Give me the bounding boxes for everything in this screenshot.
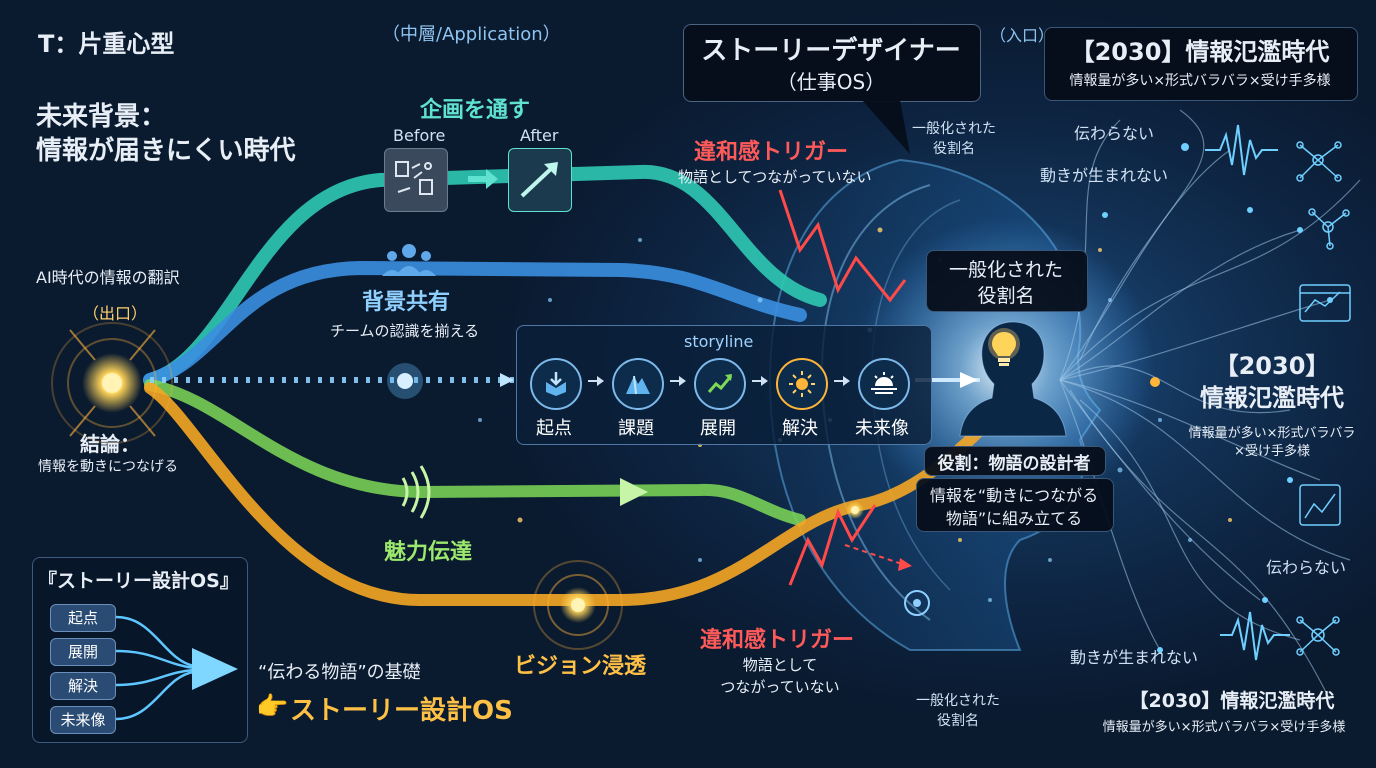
story-os-item: 解決: [50, 672, 116, 700]
designer-callout: [683, 24, 981, 102]
future-background-title: 未来背景：: [36, 102, 167, 132]
exit-tag: （出口）: [83, 304, 148, 323]
story-os-item: 起点: [50, 604, 116, 632]
chart-window-icon: [1299, 484, 1341, 526]
overflow-mid-line1: 情報量が多い×形式バラバラ: [1188, 426, 1356, 441]
step-arrow-icon: [588, 376, 604, 386]
storyline-label: storyline: [684, 332, 754, 351]
story-os-item: 展開: [50, 638, 116, 666]
trigger-bottom-line2: つながっていない: [720, 678, 840, 696]
storyline-step-label: 課題: [618, 418, 654, 439]
trigger-zigzag-bottom: [788, 504, 877, 586]
horizon-future-icon: [858, 358, 910, 410]
planning-title: 企画を通す: [420, 98, 531, 123]
role-title-box: [924, 446, 1106, 476]
overflow-mid-line2: ×受け手多様: [1234, 444, 1310, 459]
charm-title: 魅力伝達: [384, 540, 473, 565]
flow-orange: [144, 382, 986, 606]
growth-chart-icon: [694, 358, 746, 410]
before-documents-icon: [384, 148, 448, 212]
team-icon: [382, 244, 436, 276]
layer-label: （中層/Application）: [382, 24, 561, 45]
vision-title: ビジョン浸透: [514, 654, 647, 679]
overflow-top-box: [1044, 27, 1358, 101]
trigger-bottom-line1: 物語として: [742, 656, 818, 674]
not-conveyed-label: 伝わらない: [1074, 124, 1155, 143]
after-label: After: [520, 126, 559, 145]
converging-arrow-icon: [115, 615, 238, 721]
storyline-step-label: 展開: [700, 418, 736, 439]
overflow-bottom-text: 情報量が多い×形式バラバラ×受け手多様: [1102, 720, 1346, 735]
type-label: T：片重心型: [38, 30, 175, 58]
network-icon: [1296, 141, 1342, 182]
overflow-top-text: 情報量が多い×形式バラバラ×受け手多様: [1069, 73, 1331, 89]
network-icon: [1296, 616, 1340, 656]
conclusion-text: 情報を動きにつなげる: [38, 459, 178, 475]
trigger-top-text: 物語としてつながっていない: [678, 168, 872, 186]
generalized-top-line1: 一般化された: [912, 121, 996, 137]
waveform-icon: [1205, 124, 1278, 176]
not-conveyed-label: 伝わらない: [1266, 558, 1347, 577]
trigger-bottom-title: 違和感トリガー: [700, 628, 855, 653]
generalized-role-box: [926, 250, 1088, 312]
entry-label: （入口）: [990, 26, 1055, 45]
generalized-bottom-line2: 役割名: [937, 713, 979, 729]
designer-subtitle: （仕事OS）: [776, 70, 886, 94]
waveform-icon: [1220, 611, 1290, 661]
future-background-subtitle: 情報が届きにくい時代: [36, 136, 296, 166]
before-after-arrow-icon: [468, 169, 498, 189]
storyline-step-label: 解決: [782, 418, 818, 439]
sun-solution-icon: [776, 358, 828, 410]
flow-blue: [143, 260, 807, 387]
role-line1: 情報を“動きにつながる: [929, 486, 1099, 505]
step-arrow-icon: [670, 376, 686, 386]
after-upward-arrow-icon: [508, 148, 572, 212]
generalized-bottom-line1: 一般化された: [916, 693, 1000, 709]
conclusion-title: 結論：: [80, 432, 140, 456]
designer-title: ストーリーデザイナー: [701, 36, 961, 66]
overflow-top-title: 【2030】情報氾濫時代: [1070, 38, 1330, 66]
foundation-title: ストーリー設計OS: [290, 696, 513, 726]
flow-green: [144, 379, 806, 526]
storyline-step-label: 未来像: [855, 418, 909, 439]
generalized-top-line2: 役割名: [933, 141, 975, 157]
overflow-mid-title2: 情報氾濫時代: [1200, 384, 1344, 412]
role-description-box: [916, 478, 1114, 532]
overflow-mid-title1: 【2030】: [1214, 352, 1330, 380]
no-action-label: 動きが生まれない: [1070, 648, 1199, 667]
step-arrow-icon: [752, 376, 768, 386]
story-os-item: 未来像: [50, 706, 116, 734]
chart-window-icon: [1299, 284, 1351, 322]
start-box-icon: [530, 358, 582, 410]
role-title: 役割：物語の設計者: [937, 454, 1091, 474]
person-silhouette-icon: [959, 321, 1067, 437]
background-share-title: 背景共有: [362, 290, 451, 315]
pointing-hand-icon: 👉: [256, 692, 289, 722]
trigger-zigzag-top: [778, 189, 907, 303]
network-icon: [1308, 208, 1350, 250]
trigger-top-title: 違和感トリガー: [694, 140, 849, 165]
generalized-box-line1: 一般化された: [948, 259, 1063, 281]
step-arrow-icon: [834, 376, 850, 386]
background-share-subtitle: チームの認識を揃える: [330, 322, 480, 340]
before-label: Before: [393, 126, 446, 145]
issue-mountain-icon: [612, 358, 664, 410]
role-line2: 物語”に組み立てる: [945, 509, 1083, 528]
lightbulb-icon: [988, 328, 1020, 366]
story-os-panel-title: 『ストーリー設計OS』: [38, 570, 239, 592]
exit-caption: AI時代の情報の翻訳: [36, 268, 180, 287]
callout-tail: [862, 100, 910, 154]
overflow-bottom-title: 【2030】情報氾濫時代: [1129, 690, 1335, 712]
no-action-label: 動きが生まれない: [1040, 166, 1169, 185]
foundation-caption: “伝わる物語”の基礎: [258, 662, 421, 683]
storyline-step-label: 起点: [536, 418, 572, 439]
generalized-box-line2: 役割名: [977, 285, 1035, 307]
